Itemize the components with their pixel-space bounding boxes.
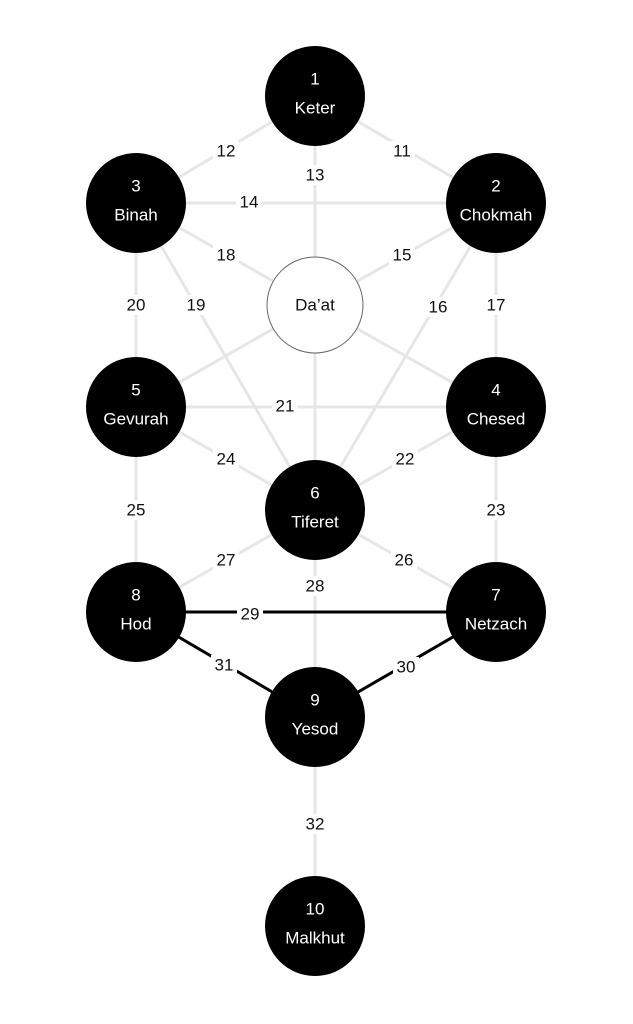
path-label: 20 [127,296,146,315]
path-label: 14 [240,193,259,212]
sephirah-name: Chokmah [460,206,533,225]
path-label-bg [425,297,451,317]
path-label: 25 [127,501,146,520]
sephirah-circle [265,460,365,560]
path-label-bg [483,500,509,520]
path-label: 27 [217,551,236,570]
path-label-bg [213,245,239,265]
path-label: 15 [393,246,412,265]
path-label: 32 [306,815,325,834]
sephirah-name: Hod [120,615,151,634]
path-label: 31 [215,656,234,675]
sephirah-name: Netzach [465,615,527,634]
path-label-bg [213,449,239,469]
sephirah-daat[interactable]: Da’at [266,256,364,354]
path-label-bg [302,814,328,834]
path-label: 30 [397,658,416,677]
path-label-bg [302,165,328,185]
path-label-bg [391,550,417,570]
path-label-bg [483,295,509,315]
path-label: 13 [306,166,325,185]
path-label: 23 [487,501,506,520]
path-label-bg [389,245,415,265]
sephirah-name: Malkhut [285,929,345,948]
path-label: 11 [393,142,411,161]
path-label: 21 [276,397,295,416]
sephirah-number: 7 [491,586,500,605]
path-label: 18 [217,246,236,265]
sephirah-number: 4 [491,381,500,400]
path-label: 22 [396,450,415,469]
path-label-bg [213,550,239,570]
path-label-bg [272,396,298,416]
path-label-bg [213,141,239,161]
sephirah-number: 9 [310,691,319,710]
sephirah-circle [266,256,364,354]
sephirah-circle [86,357,186,457]
sephirah-name: Binah [114,206,157,225]
sephirah-number: 5 [131,381,140,400]
sephirah-number: 1 [310,70,319,89]
path-label-bg [393,657,419,677]
sephirah-circle [265,46,365,146]
path-label-bg [183,295,209,315]
path-label-bg [211,655,237,675]
path-label-bg [123,500,149,520]
sephirah-name: Yesod [292,720,339,739]
path-label: 24 [217,450,236,469]
sephirah-name: Keter [295,99,336,118]
path-label: 26 [395,551,414,570]
sephirah-name: Gevurah [103,410,168,429]
sephirah-number: 2 [491,177,500,196]
path-label-bg [392,449,418,469]
sephirah-number: 6 [310,484,319,503]
path-label-bg [236,192,262,212]
sephirah-number: 8 [131,586,140,605]
sephirah-name: Chesed [467,410,526,429]
sephirah-circle [265,876,365,976]
sephirah-circle [446,357,546,457]
sephirah-circle [86,153,186,253]
sephirah-circle [446,153,546,253]
sephirah-name: Tiferet [291,513,339,532]
path-label: 12 [217,142,236,161]
sephirah-circle [265,667,365,767]
path-label-bg [389,141,415,161]
sephirah-circle [86,562,186,662]
sephirah-number: 3 [131,177,140,196]
path-label: 28 [306,577,325,596]
path-label-bg [302,576,328,596]
path-label: 29 [241,605,260,624]
path-label-bg [237,604,263,624]
path-label: 16 [429,298,448,317]
path-label-bg [123,295,149,315]
path-label: 19 [187,296,206,315]
sephirah-name: Da’at [295,296,335,315]
sephirah-circle [446,562,546,662]
sephirah-number: 10 [306,900,325,919]
path-label: 17 [487,296,506,315]
